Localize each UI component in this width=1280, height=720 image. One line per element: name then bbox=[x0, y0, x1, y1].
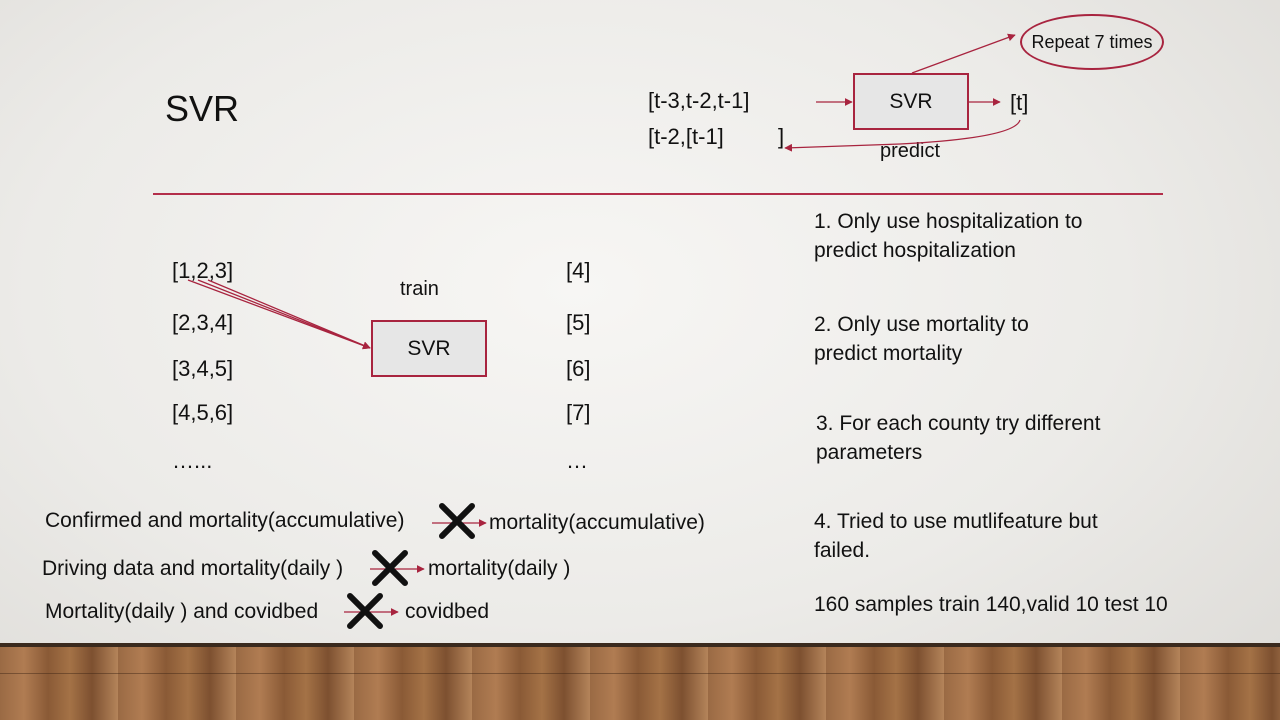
cross-icon bbox=[439, 503, 475, 539]
svr-model-box-train: SVR bbox=[371, 320, 487, 377]
train-input-4: [4,5,6] bbox=[172, 400, 234, 425]
note-5: 160 samples train 140,valid 10 test 10 bbox=[814, 593, 1168, 616]
attempt-1-input: Confirmed and mortality(accumulative) bbox=[45, 509, 405, 532]
train-input-ellipsis: …... bbox=[172, 448, 213, 473]
attempt-2-input: Driving data and mortality(daily ) bbox=[42, 557, 344, 580]
arrow-predict-feedback bbox=[784, 119, 1021, 152]
window-input-row2: [t-2,[t-1] bbox=[648, 124, 724, 149]
svr-model-label-train: SVR bbox=[407, 336, 451, 360]
predict-label: predict bbox=[880, 140, 941, 162]
note-4: 4. Tried to use mutlifeature but failed. bbox=[814, 510, 1098, 562]
cross-icon bbox=[372, 550, 408, 586]
train-input-1: [1,2,3] bbox=[172, 258, 234, 283]
note-2: 2. Only use mortality to predict mortali… bbox=[814, 313, 1029, 365]
train-output-3: [6] bbox=[566, 356, 591, 381]
train-label: train bbox=[400, 278, 439, 300]
attempt-2-output: mortality(daily ) bbox=[428, 557, 571, 580]
train-input-3: [3,4,5] bbox=[172, 356, 234, 381]
repeat-ellipse: Repeat 7 times bbox=[1020, 14, 1164, 70]
cross-icon bbox=[347, 593, 383, 629]
attempt-1-output: mortality(accumulative) bbox=[489, 511, 705, 534]
train-output-4: [7] bbox=[566, 400, 591, 425]
note-1: 1. Only use hospitalization to predict h… bbox=[814, 210, 1083, 262]
svr-model-label-top: SVR bbox=[889, 89, 933, 113]
output-t: [t] bbox=[1010, 90, 1029, 115]
repeat-label: Repeat 7 times bbox=[1031, 31, 1153, 52]
wood-floor-decoration bbox=[0, 643, 1280, 720]
arrow-train-3 bbox=[207, 279, 371, 349]
note-3: 3. For each county try different paramet… bbox=[816, 412, 1101, 464]
train-output-1: [4] bbox=[566, 258, 591, 283]
train-input-2: [2,3,4] bbox=[172, 310, 234, 335]
window-input-row1: [t-3,t-2,t-1] bbox=[648, 88, 750, 113]
attempt-3-output: covidbed bbox=[405, 600, 490, 623]
train-output-2: [5] bbox=[566, 310, 591, 335]
arrow-svr-to-repeat bbox=[911, 33, 1016, 74]
train-output-ellipsis: … bbox=[566, 448, 588, 473]
attempt-3-input: Mortality(daily ) and covidbed bbox=[45, 600, 319, 623]
divider-line bbox=[153, 193, 1163, 195]
svr-model-box-top: SVR bbox=[853, 73, 969, 130]
window-input-row2-bracket: ] bbox=[778, 124, 785, 149]
slide-title: SVR bbox=[165, 88, 240, 129]
